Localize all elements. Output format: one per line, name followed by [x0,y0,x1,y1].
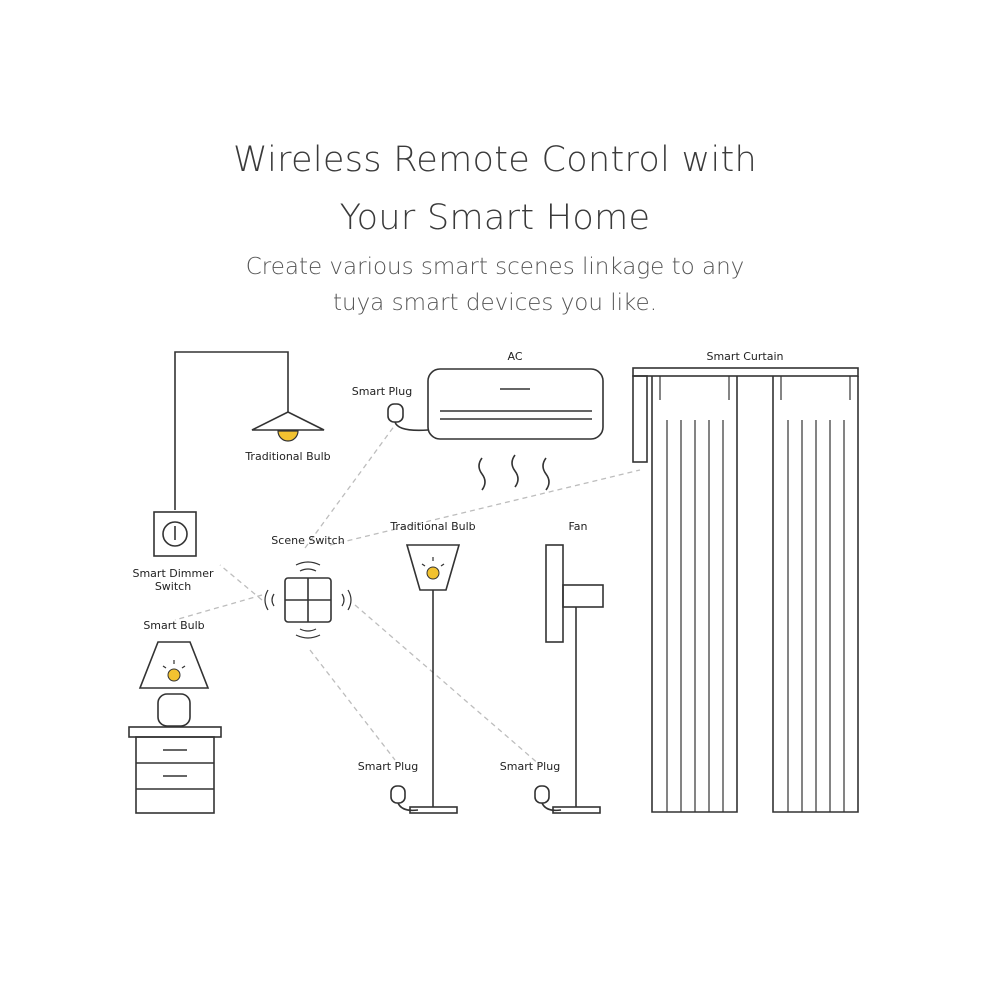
smart-curtain: Smart Curtain [632,350,859,813]
label-smart-curtain: Smart Curtain [706,350,783,363]
smart-plug-ac-icon [387,403,404,423]
ceiling-lamp: Traditional Bulb [174,351,331,510]
curtain-motor-icon [632,375,648,463]
floor-lamp-shade-icon [405,544,461,591]
link-to-smart-plug-fan [354,604,541,766]
dimmer-switch-plate-icon [153,511,197,557]
label-smart-dimmer-2: Switch [155,580,191,593]
fan-head-icon [545,544,564,643]
label-traditional-bulb-floor: Traditional Bulb [389,520,475,533]
nightstand-top-icon [128,726,222,738]
fan-motor-icon [562,584,604,608]
airflow-icon [478,454,550,491]
label-traditional-bulb-ceiling: Traditional Bulb [244,450,330,463]
link-to-smart-plug-ac [304,424,396,549]
link-to-smart-plug-floor-lamp [309,649,396,761]
floor-lamp-bulb-icon [426,566,440,580]
lamp-shade-icon [251,411,325,431]
label-fan: Fan [568,520,587,533]
curtain-rail-icon [632,367,859,377]
smart-plug-fan-icon [534,785,550,804]
label-smart-plug-ac: Smart Plug [352,385,412,398]
curtain-header-pleats [659,376,851,400]
smart-plug-floor-lamp-icon [390,785,406,804]
lamp-base-icon [157,693,191,727]
curtain-folds [666,420,845,812]
stand-fan: Fan Smart Plug [500,520,604,814]
smart-dimmer-switch: Smart Dimmer Switch [132,511,214,593]
link-to-smart-bulb [174,594,263,621]
link-to-dimmer-switch [219,564,263,601]
subtitle-line-2: tuya smart devices you like. [332,290,658,316]
link-to-smart-curtain [329,469,641,546]
label-smart-dimmer-1: Smart Dimmer [132,567,213,580]
title-line-2: Your Smart Home [339,198,651,238]
subtitle-line-1: Create various smart scenes linkage to a… [245,254,745,280]
smart-bulb-icon [167,668,181,682]
title-line-1: Wireless Remote Control with [232,140,758,180]
dimmer-knob-icon [162,521,188,547]
signal-waves-icon [264,561,352,639]
table-lamp-shade-icon [138,641,210,689]
nightstand-body-icon [135,736,215,814]
ac-unit-icon [427,368,604,440]
ceiling-wire [174,351,289,510]
wireless-links [174,424,641,766]
bulb-icon [277,430,299,442]
label-scene-switch: Scene Switch [271,534,344,547]
label-smart-plug-floor-lamp: Smart Plug [358,760,418,773]
label-smart-bulb: Smart Bulb [143,619,204,632]
floor-lamp: Traditional Bulb Smart Plug [358,520,476,814]
scene-switch: Scene Switch [264,534,352,639]
label-smart-plug-fan: Smart Plug [500,760,560,773]
smart-bulb-lamp: Smart Bulb [128,619,222,814]
label-ac: AC [507,350,522,363]
air-conditioner: AC Smart Plug [352,350,604,491]
